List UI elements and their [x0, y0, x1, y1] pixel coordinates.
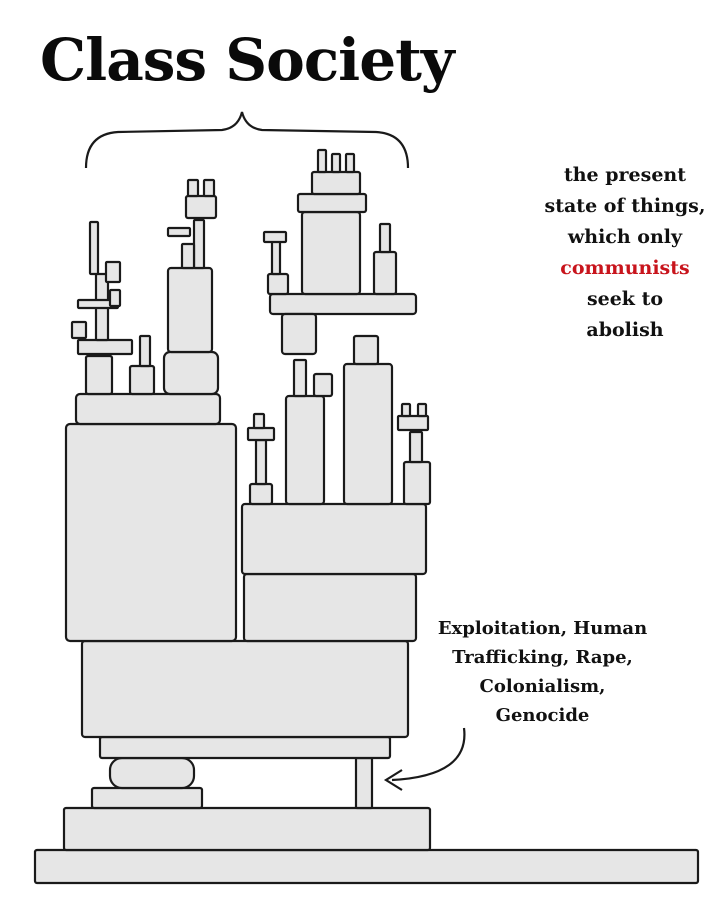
left-big-block: [64, 422, 238, 643]
mid-top-block: [184, 194, 218, 220]
note-line-2: state of things,: [544, 195, 706, 217]
right-tower-knob-2: [330, 152, 342, 174]
mid-top-knob-2: [202, 178, 216, 198]
large-lower-block: [80, 639, 410, 739]
note-line-3: which only: [567, 226, 683, 248]
right-upper-slab: [268, 292, 418, 316]
right-tower-block: [300, 210, 362, 296]
mid-top-knob-1: [186, 178, 200, 198]
label-line-2: Trafficking, Rape,: [452, 647, 633, 668]
right-upper-pillar: [270, 238, 282, 276]
right-tower-top-block: [310, 170, 362, 196]
left-small-1: [84, 354, 114, 396]
left-tiny-pillar: [138, 334, 152, 368]
left-small-2: [128, 364, 156, 396]
right-upper-block-a: [280, 312, 318, 356]
right-column-1: [284, 394, 326, 506]
base-slab-4: [98, 735, 392, 760]
right-tower-knob-1: [316, 148, 328, 174]
foundation-label: Exploitation, Human Trafficking, Rape, C…: [420, 614, 665, 730]
right-far-cap: [396, 414, 430, 432]
base-slab-2: [62, 806, 432, 852]
right-column-1-top: [292, 358, 308, 398]
base-slab-3: [90, 786, 204, 810]
arrow-head: [383, 769, 403, 791]
note-line-6: abolish: [586, 319, 664, 341]
thin-pillar: [354, 756, 374, 810]
left-spire-side: [104, 260, 122, 284]
left-small-slab: [76, 338, 134, 356]
left-cap-slab: [74, 392, 222, 426]
base-slab-bottom: [33, 848, 700, 885]
note-highlight: communists: [560, 257, 690, 279]
right-tower-knob-3: [344, 152, 356, 174]
right-column-2-top: [352, 334, 380, 366]
round-block: [108, 756, 196, 790]
arrow-line: [391, 727, 466, 782]
right-column-2: [342, 362, 394, 506]
mid-spire-cap: [166, 226, 192, 238]
caption-note: the present state of things, which only …: [530, 160, 720, 346]
note-line-5: seek to: [586, 288, 664, 310]
label-line-1: Exploitation, Human: [437, 618, 648, 639]
label-line-3: Colonialism,: [479, 676, 606, 697]
right-far-knob-2: [416, 402, 428, 418]
right-far-pillar: [408, 430, 424, 464]
mid-spire-side: [180, 242, 196, 270]
right-far-block: [402, 460, 432, 506]
right-small-pillar: [254, 438, 268, 486]
left-spire-side-2: [108, 288, 122, 308]
note-line-1: the present: [563, 164, 687, 186]
page-title: Class Society: [40, 26, 455, 94]
right-column-1-knob: [312, 372, 334, 398]
right-mid-block: [240, 502, 428, 576]
right-small-knob: [252, 412, 266, 430]
right-upper-cap: [262, 230, 288, 244]
mid-spire: [192, 218, 206, 270]
mid-tall-block: [166, 266, 214, 354]
label-line-4: Genocide: [495, 705, 590, 726]
right-tower-top-slab: [296, 192, 368, 214]
right-small-cap: [246, 426, 276, 442]
right-side-knob: [378, 222, 392, 254]
curly-brace: [84, 111, 410, 169]
right-lower-block: [242, 572, 418, 643]
right-side-block: [372, 250, 398, 296]
left-spire-2: [88, 220, 100, 276]
right-far-knob-1: [400, 402, 412, 418]
mid-round-block: [162, 350, 220, 396]
right-small-base: [248, 482, 274, 506]
right-upper-small: [266, 272, 290, 296]
left-tiny-block: [70, 320, 88, 340]
